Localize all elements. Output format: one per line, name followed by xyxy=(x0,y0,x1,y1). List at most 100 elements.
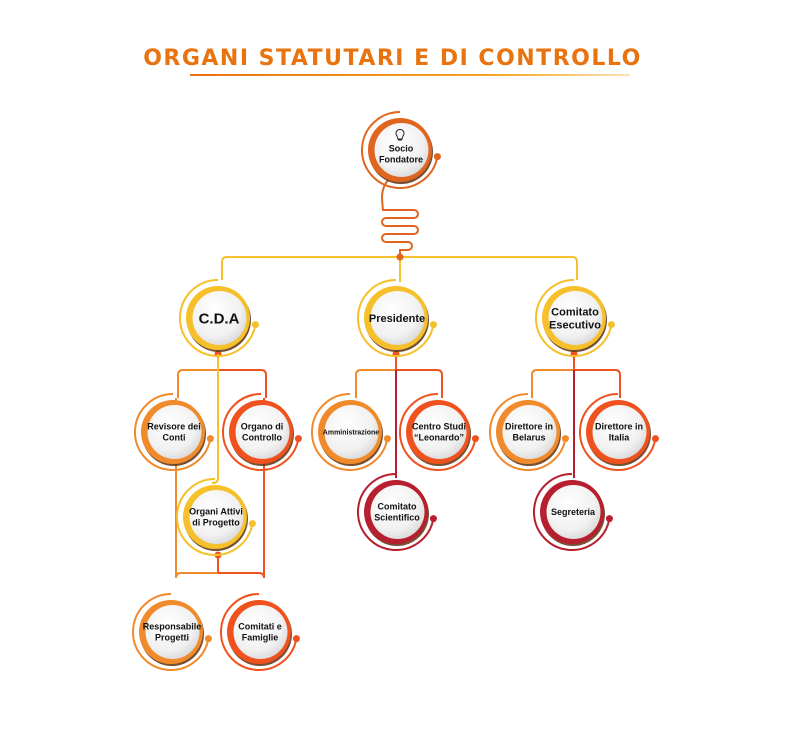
node-disk xyxy=(145,605,200,659)
node-disk xyxy=(548,291,603,345)
node-disk xyxy=(233,605,288,659)
node-label: Comitati e xyxy=(238,622,282,632)
page-title: ORGANI STATUTARI E DI CONTROLLO xyxy=(143,46,642,71)
node-label: Organo di xyxy=(241,422,284,432)
node-label: Amministrazione xyxy=(323,429,380,436)
node-centrostudi[interactable]: Centro Studi“Leonardo” xyxy=(399,393,479,471)
node-amministrazione[interactable]: Amministrazione xyxy=(311,393,391,471)
ring-end-dot xyxy=(292,635,300,643)
esecutivo-branch-right xyxy=(574,369,621,398)
node-label: Organi Attivi xyxy=(189,507,243,517)
ring-end-dot xyxy=(294,435,302,443)
node-label: Direttore in xyxy=(505,422,553,432)
node-label: Comitato xyxy=(378,502,417,512)
esecutivo-branch-left xyxy=(531,369,574,398)
presidente-branch-right xyxy=(396,369,443,398)
node-label: di Progetto xyxy=(192,518,240,528)
ring-end-dot xyxy=(204,635,212,643)
node-label: Famiglie xyxy=(242,633,279,643)
node-disk xyxy=(370,291,425,345)
ring-end-dot xyxy=(248,520,256,528)
title-underline xyxy=(190,74,630,76)
outer-ring xyxy=(533,473,611,551)
outer-ring xyxy=(535,279,613,357)
outer-ring xyxy=(357,473,435,551)
node-label: Italia xyxy=(609,433,631,443)
ring-end-dot xyxy=(383,435,391,443)
node-label: Belarus xyxy=(512,433,545,443)
outer-ring xyxy=(132,593,210,671)
node-label: Segreteria xyxy=(551,507,596,517)
node-label: Conti xyxy=(163,433,186,443)
organi-branch-left xyxy=(175,398,218,579)
node-disk xyxy=(502,405,557,459)
lightbulb-icon xyxy=(395,128,405,141)
outer-ring xyxy=(220,593,298,671)
outer-ring xyxy=(222,393,300,471)
node-label: C.D.A xyxy=(199,310,240,327)
presidente-branch-left xyxy=(355,369,396,398)
node-disk xyxy=(592,405,647,459)
ring-end-dot xyxy=(429,515,437,523)
node-disk xyxy=(412,405,467,459)
outer-ring xyxy=(179,279,257,357)
node-label: Comitato xyxy=(551,306,599,318)
node-label: Controllo xyxy=(242,433,282,443)
outer-ring xyxy=(489,393,567,471)
ring-end-dot xyxy=(607,321,615,329)
node-label: Direttore in xyxy=(595,422,643,432)
outer-ring xyxy=(399,393,477,471)
node-label: Responsabile xyxy=(143,622,202,632)
node-presidente[interactable]: Presidente xyxy=(357,279,437,357)
node-cda[interactable]: C.D.A xyxy=(179,279,259,357)
connector-dot xyxy=(396,253,404,261)
node-disk xyxy=(546,485,601,539)
ring-end-dot xyxy=(471,435,479,443)
node-label: Scientifico xyxy=(374,513,420,523)
node-segreteria[interactable]: Segreteria xyxy=(533,473,613,551)
node-disk xyxy=(374,123,429,177)
outer-ring xyxy=(311,393,389,471)
outer-ring xyxy=(176,478,254,556)
node-disk xyxy=(324,405,379,459)
node-label: Esecutivo xyxy=(549,319,601,331)
node-disk xyxy=(189,490,244,544)
ring-end-dot xyxy=(433,153,441,161)
node-disk xyxy=(370,485,425,539)
node-label: Progetti xyxy=(155,633,189,643)
outer-ring xyxy=(361,111,439,189)
node-label: Revisore dei xyxy=(147,422,201,432)
organi-branch-right xyxy=(218,398,265,579)
node-label: Centro Studi xyxy=(412,422,466,432)
outer-ring xyxy=(579,393,657,471)
node-disk xyxy=(192,291,247,345)
ring-end-dot xyxy=(206,435,214,443)
ring-end-dot xyxy=(651,435,659,443)
node-label: “Leonardo” xyxy=(414,433,464,443)
cda-to-organi-line xyxy=(212,354,219,484)
node-label: Socio xyxy=(389,144,414,154)
node-disk xyxy=(235,405,290,459)
node-disk xyxy=(147,405,202,459)
ring-end-dot xyxy=(605,515,613,523)
ring-end-dot xyxy=(561,435,569,443)
cda-branch-left xyxy=(177,369,218,398)
outer-ring xyxy=(357,279,435,357)
node-label: Presidente xyxy=(369,313,425,325)
ring-end-dot xyxy=(429,321,437,329)
filament-connector xyxy=(381,179,419,257)
ring-end-dot xyxy=(251,321,259,329)
outer-ring xyxy=(134,393,212,471)
cda-branch-right xyxy=(218,369,267,398)
